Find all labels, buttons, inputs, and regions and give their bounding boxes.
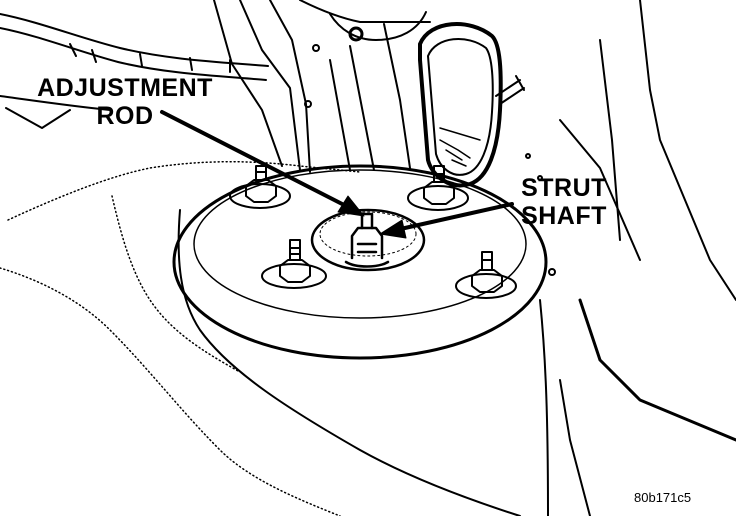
strut-shaft-label-line1: STRUT — [521, 174, 607, 202]
inner-fender — [525, 0, 736, 517]
adjustment-rod-label-line1: ADJUSTMENT — [37, 74, 213, 102]
mount-nut-bottom-right — [455, 251, 517, 299]
adjustment-rod-label-line2: ROD — [96, 102, 154, 130]
mount-nut-top-left — [229, 165, 291, 209]
strut-mount-plate — [172, 164, 548, 360]
figure-code: 80b171c5 — [634, 490, 692, 505]
firewall-panel — [213, 0, 431, 173]
access-cover — [418, 22, 525, 188]
strut-shaft-callout: STRUT SHAFT — [510, 174, 618, 230]
strut-shaft-leader — [394, 202, 514, 232]
strut-shaft — [344, 212, 390, 268]
mount-nut-bottom-left — [261, 239, 327, 289]
strut-shaft-arrowhead — [379, 219, 407, 239]
mount-nut-top-right — [407, 165, 469, 211]
adjustment-rod-arrowhead — [337, 195, 365, 217]
strut-shaft-label-line2: SHAFT — [521, 202, 607, 230]
shock-tower — [0, 160, 549, 517]
adjustment-rod-leader — [160, 110, 352, 210]
wiring-harness — [0, 13, 269, 129]
adjustment-rod-callout: ADJUSTMENT ROD — [30, 74, 220, 130]
